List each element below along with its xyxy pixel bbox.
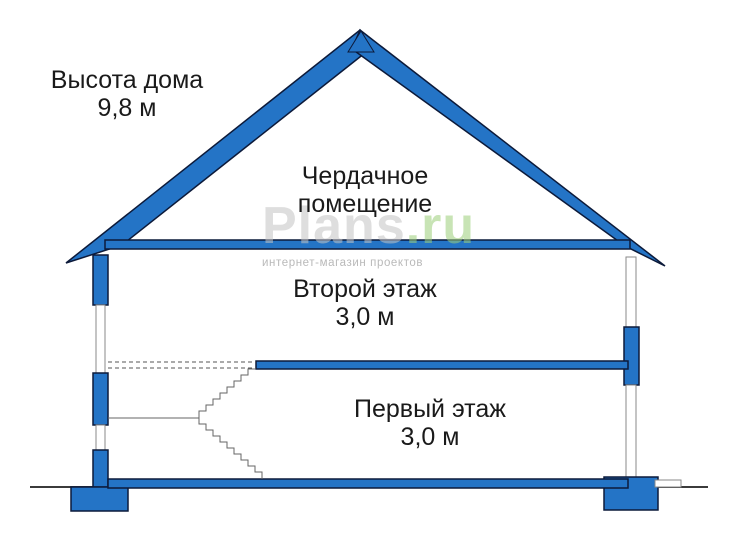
attic-label-line2: помещение — [297, 190, 433, 218]
first-floor-label: Первый этаж 3,0 м — [315, 395, 545, 451]
house-height-title: Высота дома — [50, 66, 204, 94]
attic-label: Чердачное помещение — [255, 162, 475, 218]
second-floor-slab — [255, 360, 629, 370]
staircase-upper-flight — [192, 368, 255, 419]
left-foundation — [70, 486, 129, 512]
house-height-value: 9,8 м — [97, 94, 157, 122]
right-window — [625, 384, 637, 478]
second-floor-name: Второй этаж — [293, 275, 437, 303]
left-window — [95, 304, 106, 374]
staircase-lower-flight — [192, 417, 263, 479]
ground-floor-slab — [107, 478, 629, 489]
right-porch-step — [654, 479, 682, 488]
watermark-brand-suffix: .ru — [405, 197, 476, 255]
attic-floor-slab — [104, 239, 631, 250]
first-floor-height: 3,0 м — [400, 423, 460, 451]
left-wall-segment — [92, 372, 109, 426]
attic-label-line1: Чердачное — [301, 162, 429, 190]
watermark-brand: Plans.ru — [262, 196, 475, 256]
house-height-label: Высота дома 9,8 м — [22, 66, 232, 122]
right-window — [625, 256, 637, 328]
first-floor-name: Первый этаж — [354, 395, 506, 423]
second-floor-label: Второй этаж 3,0 м — [250, 275, 480, 331]
roof-ridge — [347, 30, 375, 53]
left-window — [95, 424, 106, 451]
left-wall-segment — [92, 449, 109, 488]
right-wall-segment — [623, 326, 640, 386]
watermark-tagline: интернет-магазин проектов — [262, 257, 424, 269]
second-floor-height: 3,0 м — [335, 303, 395, 331]
left-wall-segment — [92, 254, 109, 306]
watermark-brand-main: Plans — [262, 197, 406, 255]
